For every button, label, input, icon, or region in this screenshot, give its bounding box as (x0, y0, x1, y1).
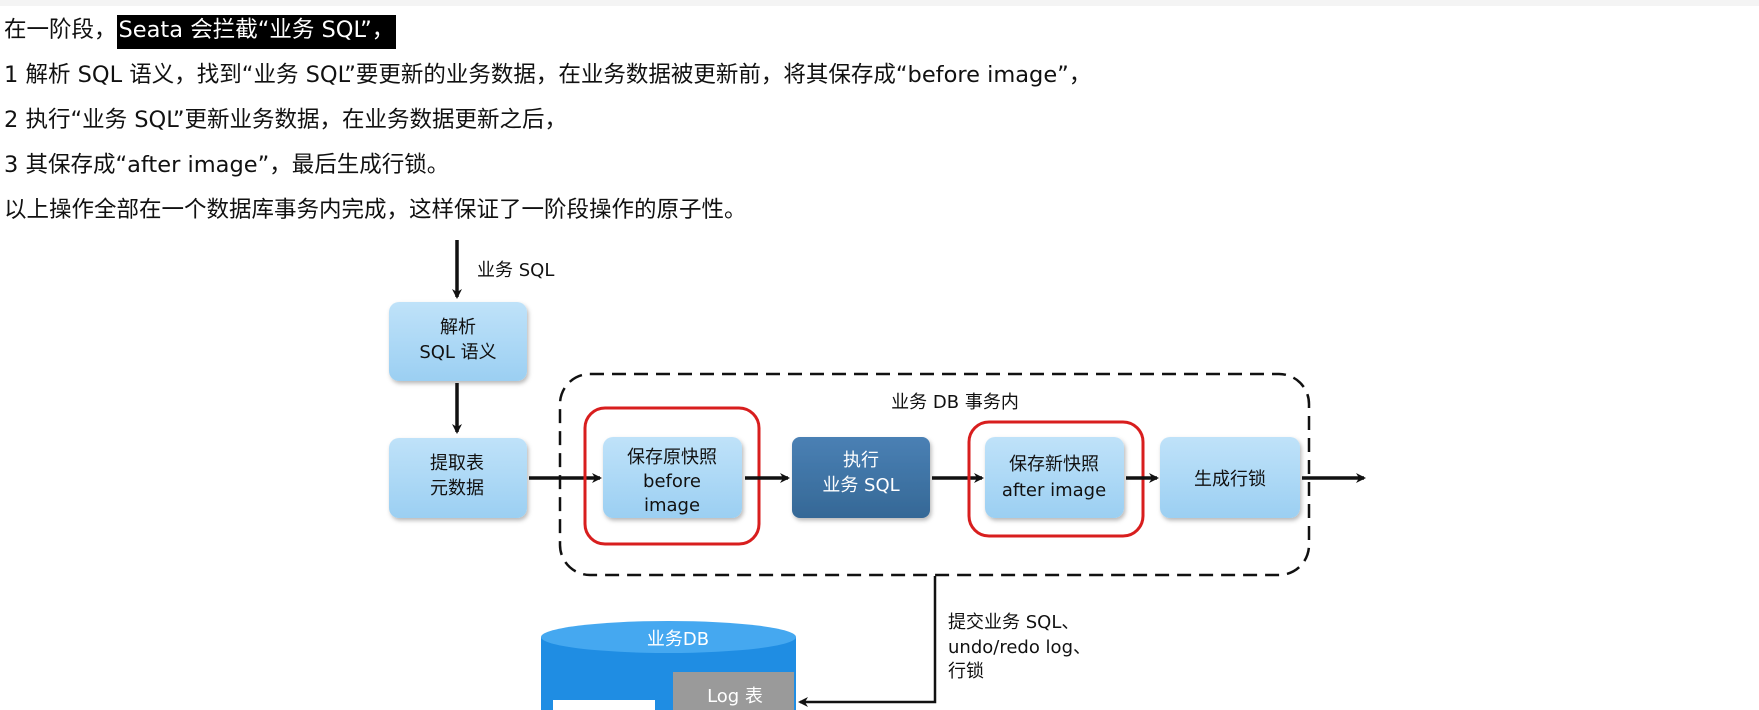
extract-metadata-box: 提取表 元数据 (389, 438, 527, 518)
parse-box-line-1: 解析 (440, 317, 476, 338)
commit-label-line-1: 提交业务 SQL、 (948, 612, 1079, 633)
transaction-label: 业务 DB 事务内 (891, 392, 1019, 413)
business-db-cylinder: 业务DB Log 表 (541, 621, 796, 710)
intro-prefix: 在一阶段， (4, 17, 117, 43)
before-image-highlight-ring (583, 406, 761, 546)
intro-step-1: 1 解析 SQL 语义，找到“业务 SQL”要更新的业务数据，在业务数据被更新前… (4, 62, 1092, 88)
after-box-line-2: after image (1002, 480, 1106, 501)
execute-box-line-2: 业务 SQL (822, 475, 899, 496)
extract-box-line-1: 提取表 (430, 453, 484, 474)
save-after-image-box: 保存新快照 after image (985, 437, 1124, 518)
commit-label-line-2: undo/redo log、 (948, 637, 1091, 658)
parse-box-line-2: SQL 语义 (419, 342, 496, 363)
parse-sql-box: 解析 SQL 语义 (389, 302, 527, 381)
intro-text: 在一阶段，Seata 会拦截“业务 SQL”， 1 解析 SQL 语义，找到“业… (4, 8, 1091, 233)
intro-line-1: 在一阶段，Seata 会拦截“业务 SQL”， (4, 8, 1091, 53)
before-box-line-1: 保存原快照 (627, 447, 717, 468)
log-table-block (673, 672, 794, 710)
input-sql-label: 业务 SQL (477, 260, 554, 281)
selected-text-highlight[interactable]: Seata 会拦截“业务 SQL”， (116, 15, 397, 49)
extract-box-line-2: 元数据 (430, 478, 484, 499)
execute-sql-box: 执行 业务 SQL (792, 437, 930, 518)
intro-step-3: 3 其保存成“after image”，最后生成行锁。 (4, 152, 450, 178)
generate-row-lock-box: 生成行锁 (1160, 437, 1300, 518)
commit-label-line-3: 行锁 (948, 661, 984, 682)
lock-box-line-1: 生成行锁 (1194, 469, 1266, 490)
intro-step-2: 2 执行“业务 SQL”更新业务数据，在业务数据更新之后， (4, 107, 568, 133)
commit-connector-arrow (798, 576, 937, 707)
db-table-slot (553, 700, 655, 710)
before-box-line-2: before (643, 471, 701, 492)
save-before-image-box: 保存原快照 before image (603, 437, 742, 518)
after-box-line-1: 保存新快照 (1009, 454, 1099, 475)
db-label: 业务DB (647, 629, 709, 650)
before-box-line-3: image (644, 495, 700, 516)
intro-summary: 以上操作全部在一个数据库事务内完成，这样保证了一阶段操作的原子性。 (4, 197, 747, 223)
log-table-label: Log 表 (707, 686, 763, 707)
top-bar (0, 0, 1759, 6)
execute-box-line-1: 执行 (843, 450, 879, 471)
